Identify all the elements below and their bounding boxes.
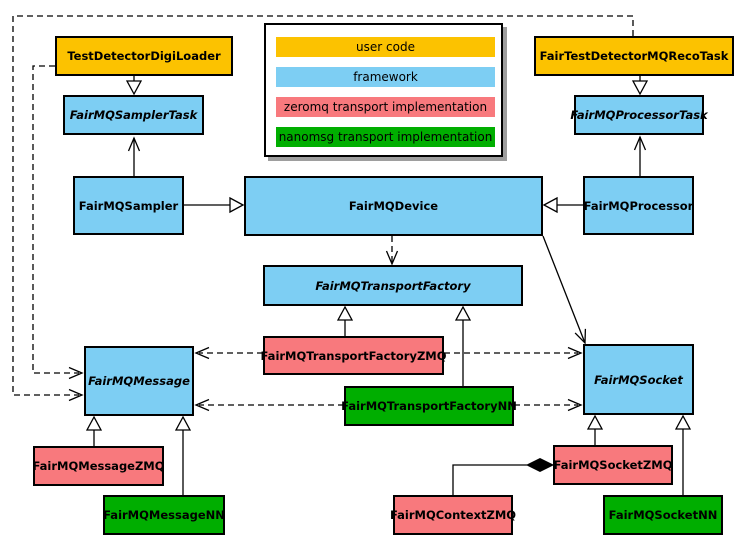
- node-fairmq-socket-zmq-label: FairMQSocketZMQ: [553, 458, 673, 472]
- node-fairmq-message-zmq: FairMQMessageZMQ: [32, 446, 165, 486]
- node-fairmq-message-label: FairMQMessage: [88, 374, 190, 388]
- edge-socketzmq-owns-contextzmq: [452, 457, 555, 495]
- node-fairmq-socket-zmq: FairMQSocketZMQ: [553, 445, 673, 485]
- node-fairmq-sampler-task-label: FairMQSamplerTask: [69, 108, 198, 122]
- edge-tfnn-creates-socket: [514, 398, 583, 412]
- edge-tfzmq-creates-message: [194, 346, 263, 360]
- edge-sampler-extends-device: [184, 196, 245, 214]
- edge-tfnn-creates-message: [194, 398, 344, 412]
- edge-tfzmq-creates-socket: [444, 346, 583, 360]
- node-fairmq-processor-label: FairMQProcessor: [583, 198, 694, 213]
- legend-item-nanomsg: nanomsg transport implementation: [276, 127, 495, 147]
- node-fairmq-message-nn: FairMQMessageNN: [103, 495, 225, 535]
- node-fair-test-detector-mq-reco-task: FairTestDetectorMQRecoTask: [534, 36, 734, 76]
- legend-label-user-code: user code: [356, 40, 415, 54]
- legend-item-user-code: user code: [276, 37, 495, 57]
- legend-item-zeromq: zeromq transport implementation: [276, 97, 495, 117]
- node-fairmq-transport-factory: FairMQTransportFactory: [263, 265, 523, 306]
- legend-item-framework: framework: [276, 67, 495, 87]
- edge-messagenn-extends-message: [174, 415, 192, 495]
- node-fairmq-transport-factory-zmq: FairMQTransportFactoryZMQ: [260, 336, 447, 375]
- node-fairmq-sampler: FairMQSampler: [73, 176, 184, 235]
- node-fairmq-socket: FairMQSocket: [583, 344, 694, 415]
- legend-label-zeromq: zeromq transport implementation: [283, 100, 488, 114]
- edge-tddl-extends-samplertask: [125, 76, 143, 96]
- edge-reco-extends-processortask: [631, 76, 649, 96]
- node-fairmq-socket-nn: FairMQSocketNN: [603, 495, 723, 535]
- node-fairmq-sampler-label: FairMQSampler: [78, 198, 179, 213]
- node-fairmq-processor-task: FairMQProcessorTask: [570, 95, 708, 135]
- edge-socketzmq-extends-socket: [586, 414, 604, 445]
- node-fair-test-detector-mq-reco-task-label: FairTestDetectorMQRecoTask: [539, 49, 729, 63]
- node-fairmq-device-label: FairMQDevice: [348, 199, 439, 213]
- edge-device-uses-socket: [542, 235, 587, 345]
- edge-processor-uses-processortask: [633, 135, 647, 176]
- node-fairmq-socket-nn-label: FairMQSocketNN: [608, 508, 718, 522]
- node-test-detector-digi-loader-label: TestDetectorDigiLoader: [67, 49, 221, 63]
- node-fairmq-device: FairMQDevice: [244, 176, 543, 236]
- node-fairmq-processor: FairMQProcessor: [583, 176, 694, 235]
- node-fairmq-context-zmq-label: FairMQContextZMQ: [389, 508, 517, 522]
- node-fairmq-sampler-task: FairMQSamplerTask: [63, 95, 204, 135]
- node-fairmq-context-zmq: FairMQContextZMQ: [389, 495, 517, 535]
- node-fairmq-socket-label: FairMQSocket: [594, 372, 683, 387]
- node-fairmq-message-zmq-label: FairMQMessageZMQ: [32, 459, 165, 473]
- node-fairmq-transport-factory-nn: FairMQTransportFactoryNN: [341, 386, 517, 426]
- node-test-detector-digi-loader: TestDetectorDigiLoader: [55, 36, 233, 76]
- node-fairmq-transport-factory-label: FairMQTransportFactory: [315, 278, 471, 293]
- edge-processor-extends-device: [542, 196, 583, 214]
- edge-tfnn-extends-transportfactory: [454, 305, 472, 386]
- legend: user code framework zeromq transport imp…: [264, 23, 503, 157]
- legend-label-framework: framework: [353, 70, 418, 84]
- legend-label-nanomsg: nanomsg transport implementation: [278, 130, 493, 144]
- node-fairmq-transport-factory-nn-label: FairMQTransportFactoryNN: [341, 399, 517, 413]
- node-fairmq-message-nn-label: FairMQMessageNN: [103, 508, 225, 522]
- edge-tfzmq-extends-transportfactory: [336, 305, 354, 336]
- node-fairmq-message: FairMQMessage: [84, 346, 194, 416]
- node-fairmq-transport-factory-zmq-label: FairMQTransportFactoryZMQ: [260, 348, 447, 363]
- edge-sampler-uses-samplertask: [127, 136, 141, 176]
- edge-device-depends-transportfactory: [385, 236, 399, 266]
- edge-socketnn-extends-socket: [674, 414, 692, 495]
- edge-messagezmq-extends-message: [85, 415, 103, 446]
- node-fairmq-processor-task-label: FairMQProcessorTask: [570, 108, 708, 122]
